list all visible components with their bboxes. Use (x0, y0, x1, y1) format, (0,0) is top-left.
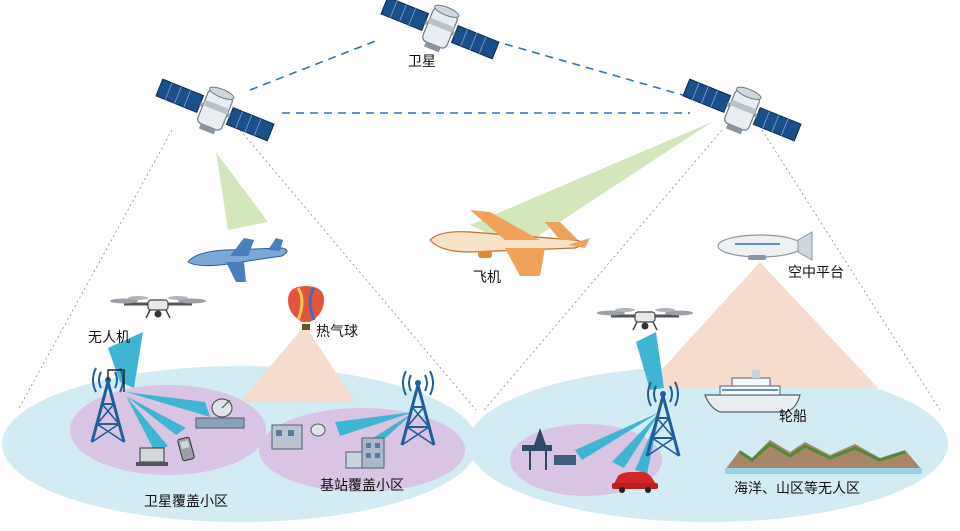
platform-beam (645, 262, 878, 388)
satellite-dish-icon (195, 398, 245, 429)
aerial-platform-label: 空中平台 (788, 265, 844, 281)
radio-beam (126, 396, 168, 452)
satellite-beam (470, 122, 712, 248)
ship-icon (704, 370, 801, 413)
coverage-edge (239, 129, 477, 411)
radio-beam (126, 396, 186, 435)
oil-rig-icon (522, 428, 576, 470)
hot-air-balloon-label: 热气球 (316, 324, 358, 340)
radio-beam (575, 412, 660, 460)
satellite-beam (216, 152, 268, 230)
airship-icon (717, 231, 813, 261)
radio-beam (126, 392, 210, 417)
coverage-edge (761, 129, 941, 411)
mountain-icon (725, 440, 922, 474)
satellite-link (504, 43, 687, 97)
drone-icon (108, 294, 208, 320)
coverage-edge (17, 129, 173, 411)
base-station-cell-label: 基站覆盖小区 (320, 477, 404, 494)
radio-beam (612, 412, 660, 468)
radio-beam (108, 332, 143, 388)
airplane-icon (429, 210, 590, 276)
remote-area-label: 海洋、山区等无人区 (734, 480, 860, 497)
drone-label: 无人机 (88, 330, 130, 346)
satellite-label: 卫星 (408, 54, 436, 70)
satellite-icon (677, 66, 807, 155)
car-icon (612, 472, 658, 493)
balloon-beam (240, 325, 355, 402)
satellite-link (249, 39, 379, 91)
hot-air-balloon-icon (288, 286, 324, 330)
satellite-icon (375, 0, 505, 73)
radio-beam (636, 332, 664, 390)
ship-label: 轮船 (779, 409, 807, 425)
satellite-beam (265, 130, 500, 245)
airplane-icon (187, 238, 288, 282)
coverage-edge (483, 129, 723, 411)
satellite-cell-label: 卫星覆盖小区 (144, 494, 228, 510)
satellite-icon (150, 66, 280, 155)
laptop-icon (136, 447, 168, 466)
factory-icon (271, 423, 326, 450)
phone-icon (177, 436, 195, 462)
drone-icon (595, 306, 695, 332)
antenna-bracket (107, 369, 125, 392)
radio-beam (335, 412, 414, 436)
aircraft-label: 飞机 (473, 270, 501, 286)
building-icon (345, 437, 385, 469)
